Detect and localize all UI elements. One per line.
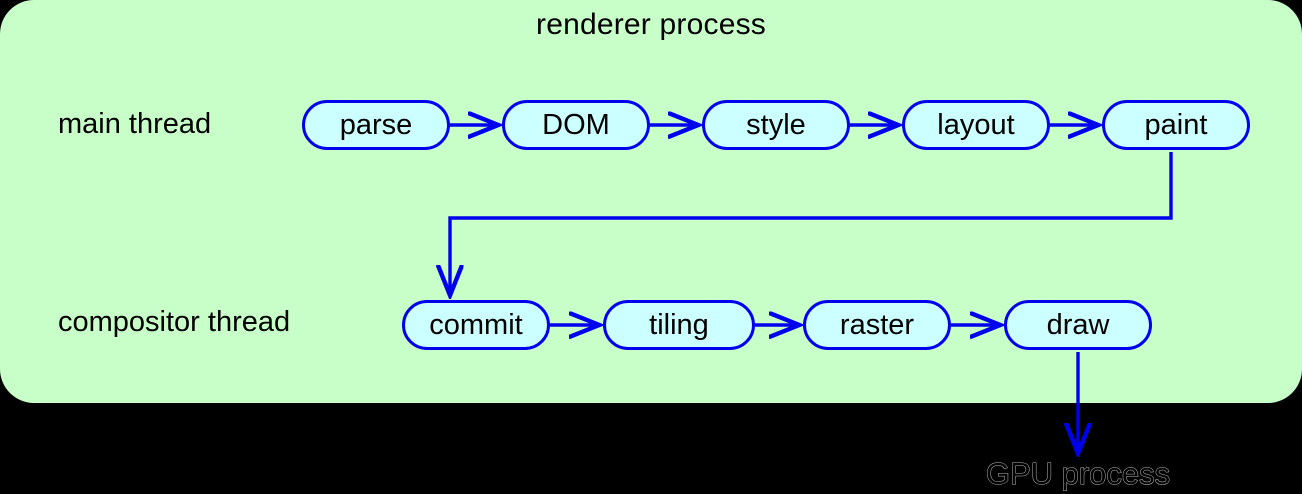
- node-parse[interactable]: parse: [302, 100, 450, 150]
- node-draw[interactable]: draw: [1004, 300, 1152, 350]
- node-commit[interactable]: commit: [402, 300, 550, 350]
- lane-label-main-thread: main thread: [58, 108, 212, 140]
- node-dom[interactable]: DOM: [502, 100, 650, 150]
- node-style[interactable]: style: [702, 100, 850, 150]
- gpu-process-label: GPU process: [985, 456, 1171, 491]
- node-paint[interactable]: paint: [1102, 100, 1250, 150]
- gpu-process-label-wrapper: GPU process: [0, 456, 1302, 491]
- node-tiling[interactable]: tiling: [603, 300, 755, 350]
- page-title: renderer process: [536, 8, 766, 41]
- lane-label-compositor-thread: compositor thread: [58, 306, 291, 338]
- node-layout[interactable]: layout: [902, 100, 1050, 150]
- node-raster[interactable]: raster: [803, 300, 951, 350]
